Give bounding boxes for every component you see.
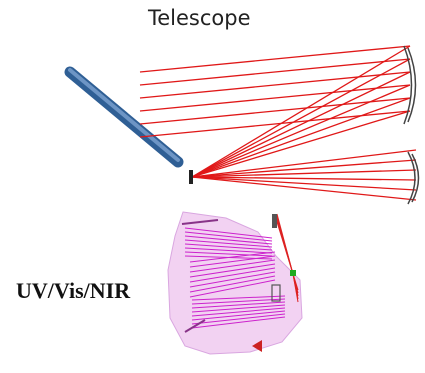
spectrograph-ray <box>184 251 273 257</box>
spectrograph-ray <box>189 263 276 278</box>
telescope-incoming-ray <box>139 110 411 138</box>
spectrograph-ray <box>191 310 286 321</box>
spectrograph-label: UV/Vis/NIR <box>16 278 131 303</box>
spectrograph-ray <box>191 304 286 313</box>
mirror-group <box>189 45 420 205</box>
feed-ray-bundle <box>276 213 299 303</box>
detector-marker <box>252 340 262 352</box>
telescope-fold-ray <box>191 176 417 191</box>
spectrograph-ray <box>184 227 273 239</box>
telescope-ray-bundle <box>139 45 417 201</box>
secondary-mirror <box>189 170 193 184</box>
telescope-reflected-ray <box>191 97 411 178</box>
spectrograph-ray <box>184 243 273 251</box>
spectrograph-ray-bundle <box>184 227 286 329</box>
telescope-incoming-ray <box>139 97 411 125</box>
telescope-reflected-ray <box>191 110 411 178</box>
feed-ray <box>292 273 299 303</box>
spectrograph-ray <box>189 275 276 293</box>
grating-top <box>181 219 219 225</box>
telescope-incoming-ray <box>139 71 411 99</box>
telescope-reflected-ray <box>191 45 411 178</box>
baffle-highlight <box>68 68 180 162</box>
telescope-fold-ray <box>191 169 417 178</box>
primary-mirror-lower <box>407 151 416 205</box>
telescope-label: Telescope <box>148 6 251 30</box>
spectrograph-ray <box>189 267 276 283</box>
spectrograph-ray <box>191 298 286 305</box>
spectrograph-ray <box>189 259 276 273</box>
telescope-reflected-ray <box>191 71 411 178</box>
telescope-reflected-ray <box>191 58 411 178</box>
spectrograph-ray <box>191 295 286 301</box>
spectrograph-ray <box>184 235 273 245</box>
telescope-fold-ray <box>191 149 417 178</box>
feed-ray <box>276 221 294 275</box>
pickoff-mirror <box>272 214 277 228</box>
spectrograph-ray <box>189 279 276 298</box>
spectrograph-ray <box>189 251 276 263</box>
primary-mirror-upper-back <box>407 47 417 123</box>
spectrograph-ray <box>191 316 286 329</box>
primary-mirror-lower-back <box>411 153 420 203</box>
telescope-fold-ray <box>191 176 417 181</box>
telescope-fold-ray <box>191 159 417 178</box>
spectrograph-ray <box>189 255 276 268</box>
slit-marker <box>290 270 296 276</box>
spectrograph-ray <box>189 271 276 288</box>
grating-bottom <box>184 319 206 333</box>
spectrograph-ray <box>184 255 273 260</box>
telescope-incoming-ray <box>139 58 411 86</box>
spectrograph-ray <box>191 301 286 309</box>
spectrograph-ray <box>184 231 273 242</box>
primary-mirror-upper <box>403 45 413 125</box>
telescope-reflected-ray <box>191 84 411 178</box>
spectrograph-ray <box>191 313 286 325</box>
telescope-incoming-ray <box>139 84 411 112</box>
spectrograph-ray <box>184 247 273 254</box>
collimator <box>271 284 281 302</box>
telescope-incoming-ray <box>139 45 411 73</box>
telescope-fold-ray <box>191 176 417 201</box>
spectrograph-ray <box>184 239 273 248</box>
spectrograph-ray <box>191 307 286 317</box>
